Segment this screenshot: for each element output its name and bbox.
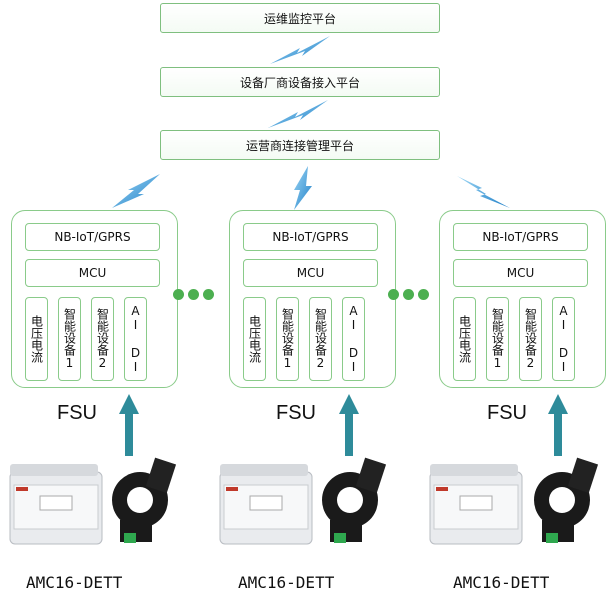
- mcu-module: MCU: [243, 259, 378, 287]
- comm-module: NB-IoT/GPRS: [243, 223, 378, 251]
- ai-di-module: AI DI: [552, 297, 575, 381]
- voltage-current-module: 电压电流: [453, 297, 476, 381]
- ai-di-module: AI DI: [124, 297, 147, 381]
- fsu-label-2: FSU: [276, 402, 316, 424]
- smart-device-2-module: 智能设备2: [309, 297, 332, 381]
- ellipsis-dot: [403, 289, 414, 300]
- model-label-2: AMC16-DETT: [238, 573, 335, 592]
- lightning-icon-left: [112, 174, 160, 208]
- fsu-label-1: FSU: [57, 402, 97, 424]
- voltage-current-module: 电压电流: [243, 297, 266, 381]
- voltage-current-module: 电压电流: [25, 297, 48, 381]
- meter-device-1: [9, 464, 103, 545]
- lightning-icon-center: [294, 166, 312, 210]
- ai-di-module: AI DI: [342, 297, 365, 381]
- carrier-connection-platform: 运营商连接管理平台: [160, 130, 440, 160]
- up-arrow-icon-2: [339, 394, 359, 456]
- current-transformer-3: [534, 457, 599, 543]
- lightning-icon-middle: [268, 100, 328, 128]
- ellipsis-dot: [418, 289, 429, 300]
- smart-device-1-module: 智能设备1: [486, 297, 509, 381]
- mcu-module: MCU: [453, 259, 588, 287]
- lightning-icon-top: [270, 36, 330, 64]
- smart-device-2-module: 智能设备2: [91, 297, 114, 381]
- smart-device-1-module: 智能设备1: [276, 297, 299, 381]
- comm-module: NB-IoT/GPRS: [25, 223, 160, 251]
- ellipsis-dot: [173, 289, 184, 300]
- fsu-label-3: FSU: [487, 402, 527, 424]
- model-label-1: AMC16-DETT: [26, 573, 123, 592]
- up-arrow-icon-3: [548, 394, 568, 456]
- ellipsis-dot: [203, 289, 214, 300]
- fsu-unit-1: NB-IoT/GPRS MCU 电压电流 智能设备1 智能设备2 AI DI: [11, 210, 178, 388]
- smart-device-2-module: 智能设备2: [519, 297, 542, 381]
- meter-device-3: [429, 464, 523, 545]
- ops-monitoring-platform: 运维监控平台: [160, 3, 440, 33]
- comm-module: NB-IoT/GPRS: [453, 223, 588, 251]
- lightning-icon-right: [457, 176, 510, 208]
- fsu-unit-3: NB-IoT/GPRS MCU 电压电流 智能设备1 智能设备2 AI DI: [439, 210, 606, 388]
- vendor-access-platform: 设备厂商设备接入平台: [160, 67, 440, 97]
- current-transformer-2: [322, 457, 387, 543]
- mcu-module: MCU: [25, 259, 160, 287]
- smart-device-1-module: 智能设备1: [58, 297, 81, 381]
- current-transformer-1: [112, 457, 177, 543]
- ellipsis-dot: [388, 289, 399, 300]
- up-arrow-icon-1: [119, 394, 139, 456]
- model-label-3: AMC16-DETT: [453, 573, 550, 592]
- meter-device-2: [219, 464, 313, 545]
- ellipsis-dot: [188, 289, 199, 300]
- fsu-unit-2: NB-IoT/GPRS MCU 电压电流 智能设备1 智能设备2 AI DI: [229, 210, 396, 388]
